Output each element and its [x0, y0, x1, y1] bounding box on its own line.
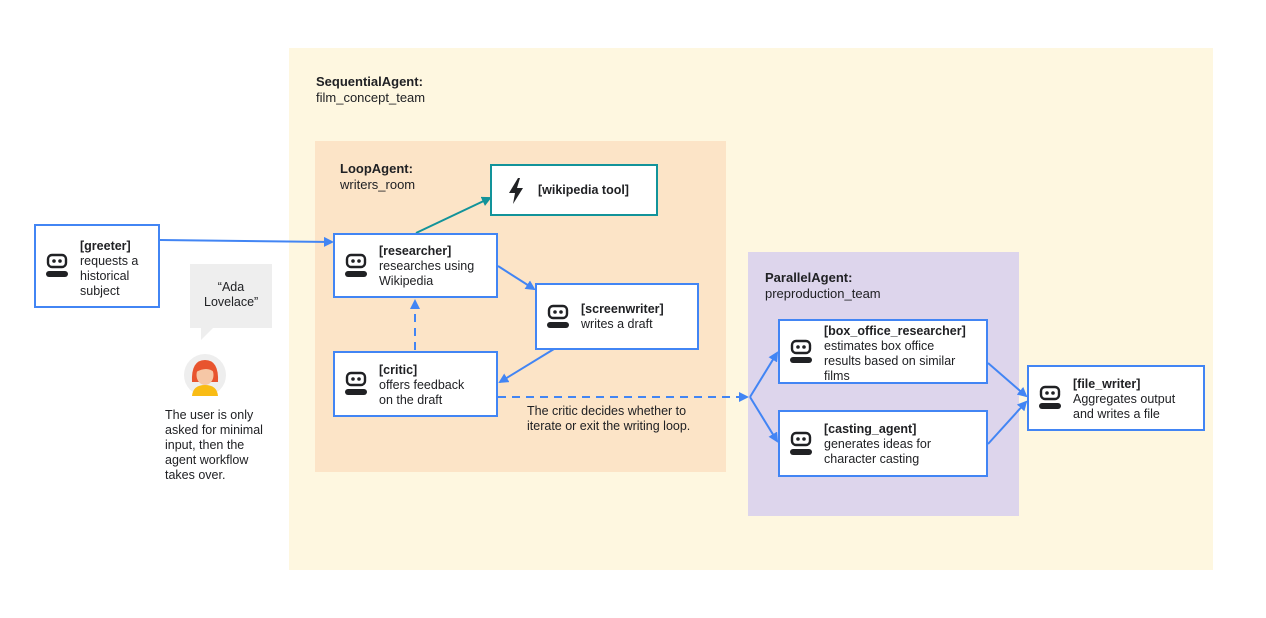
loop-agent-label: LoopAgent: writers_room [340, 161, 415, 193]
loop-agent-kind: LoopAgent: [340, 161, 413, 176]
researcher-node[interactable]: [researcher] researches using Wikipedia [333, 233, 498, 298]
parallel-agent-kind: ParallelAgent: [765, 270, 853, 285]
robot-icon [1039, 385, 1061, 409]
screenwriter-desc: writes a draft [581, 317, 653, 331]
sequential-agent-kind: SequentialAgent: [316, 74, 423, 89]
researcher-desc: researches using Wikipedia [379, 259, 475, 288]
user-avatar-icon [184, 354, 226, 396]
critic-loop-note: The critic decides whether to iterate or… [527, 404, 691, 433]
wikipedia-tool-label: [wikipedia tool] [538, 183, 629, 197]
robot-icon [46, 253, 68, 277]
robot-icon [547, 304, 569, 328]
box-office-researcher-title: [box_office_researcher] [824, 324, 966, 338]
robot-icon [790, 431, 812, 455]
greeter-title: [greeter] [80, 239, 131, 253]
file-writer-node[interactable]: [file_writer] Aggregates output and writ… [1027, 365, 1205, 431]
casting-agent-node[interactable]: [casting_agent] generates ideas for char… [778, 410, 988, 477]
user-speech-bubble: “Ada Lovelace” [190, 264, 272, 328]
screenwriter-node[interactable]: [screenwriter] writes a draft [535, 283, 699, 350]
sequential-agent-label: SequentialAgent: film_concept_team [316, 74, 425, 106]
parallel-agent-name: preproduction_team [765, 286, 881, 301]
user-quote: “Ada Lovelace” [204, 280, 259, 309]
parallel-agent-label: ParallelAgent: preproduction_team [765, 270, 881, 302]
user-caption: The user is only asked for minimal input… [165, 408, 263, 482]
greeter-node[interactable]: [greeter] requests a historical subject [34, 224, 160, 308]
critic-node[interactable]: [critic] offers feedback on the draft [333, 351, 498, 417]
screenwriter-title: [screenwriter] [581, 302, 664, 316]
sequential-agent-name: film_concept_team [316, 90, 426, 105]
casting-agent-title: [casting_agent] [824, 422, 917, 436]
file-writer-desc: Aggregates output and writes a file [1073, 392, 1176, 421]
researcher-title: [researcher] [379, 244, 452, 258]
box-office-researcher-node[interactable]: [box_office_researcher] estimates box of… [778, 319, 988, 384]
robot-icon [345, 253, 367, 277]
casting-agent-desc: generates ideas for character casting [824, 437, 932, 466]
loop-agent-name: writers_room [340, 177, 416, 192]
critic-title: [critic] [379, 363, 418, 377]
wikipedia-tool-node[interactable]: [wikipedia tool] [490, 164, 658, 216]
greeter-desc: requests a historical subject [80, 254, 139, 298]
critic-desc: offers feedback on the draft [379, 378, 465, 407]
speech-bubble-tail [201, 328, 213, 340]
file-writer-title: [file_writer] [1073, 377, 1141, 391]
box-office-researcher-desc: estimates box office results based on si… [824, 339, 956, 383]
lightning-bolt-icon [509, 178, 523, 204]
robot-icon [790, 339, 812, 363]
robot-icon [345, 371, 367, 395]
